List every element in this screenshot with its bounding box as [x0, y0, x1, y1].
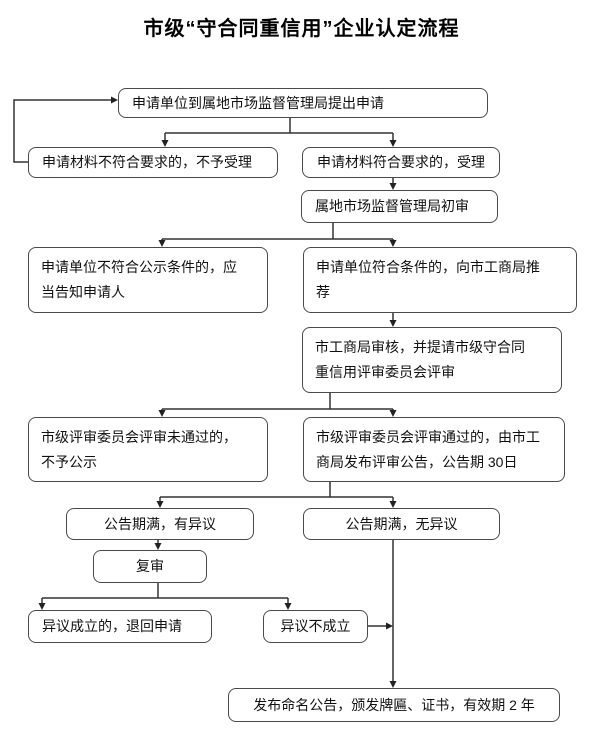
- node-reject-materials: 申请材料不符合要求的，不予受理: [28, 147, 278, 178]
- node-notify-unqualified: 申请单位不符合公示条件的，应当告知申请人: [28, 247, 268, 313]
- node-objection: 公告期满，有异议: [66, 508, 254, 540]
- node-initial-review: 属地市场监督管理局初审: [301, 190, 498, 223]
- node-final: 发布命名公告，颁发牌匾、证书，有效期 2 年: [228, 688, 560, 722]
- page-title: 市级“守合同重信用”企业认定流程: [143, 18, 460, 40]
- node-recheck: 复审: [93, 550, 207, 583]
- node-review-passed: 市级评审委员会评审通过的，由市工商局发布评审公告，公告期 30日: [303, 417, 565, 482]
- node-no-objection: 公告期满，无异议: [303, 508, 500, 540]
- node-review-failed: 市级评审委员会评审未通过的，不予公示: [28, 417, 268, 482]
- edge-reject-to-apply: [13, 96, 118, 163]
- node-objection-invalid: 异议不成立: [263, 610, 368, 643]
- node-objection-valid: 异议成立的，退回申请: [28, 610, 212, 643]
- node-city-review: 市工商局审核，并提请市级守合同重信用评审委员会评审: [302, 327, 562, 393]
- node-accept-materials: 申请材料符合要求的，受理: [302, 147, 500, 178]
- node-recommend: 申请单位符合条件的，向市工商局推荐: [303, 247, 577, 313]
- node-apply: 申请单位到属地市场监督管理局提出申请: [118, 88, 488, 118]
